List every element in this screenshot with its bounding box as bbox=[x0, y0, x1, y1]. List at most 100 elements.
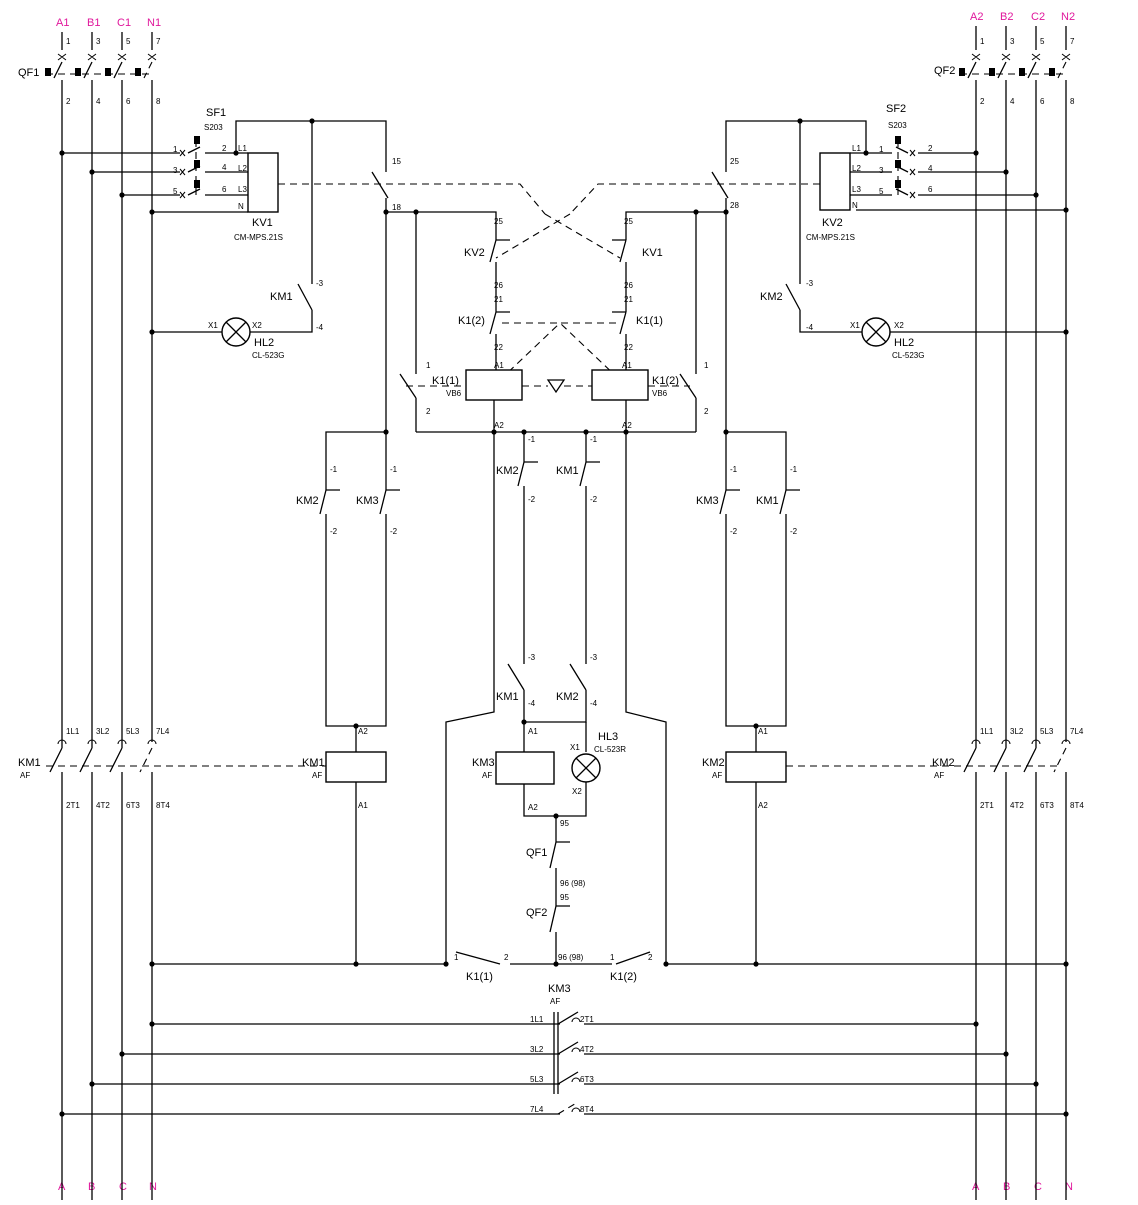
svg-text:1L1: 1L1 bbox=[980, 727, 994, 736]
svg-text:8T4: 8T4 bbox=[1070, 801, 1084, 810]
svg-text:3L2: 3L2 bbox=[96, 727, 110, 736]
svg-text:7: 7 bbox=[156, 37, 161, 46]
label-a1: A1 bbox=[56, 17, 69, 29]
svg-text:KM2: KM2 bbox=[702, 757, 725, 769]
svg-text:-1: -1 bbox=[390, 465, 398, 474]
svg-text:S203: S203 bbox=[204, 123, 223, 132]
svg-text:-3: -3 bbox=[316, 279, 324, 288]
svg-text:K1(2): K1(2) bbox=[652, 375, 679, 387]
svg-text:-1: -1 bbox=[790, 465, 798, 474]
svg-text:5: 5 bbox=[1040, 37, 1045, 46]
svg-text:4T2: 4T2 bbox=[1010, 801, 1024, 810]
svg-text:-4: -4 bbox=[590, 699, 598, 708]
label-c2: C2 bbox=[1031, 11, 1045, 23]
svg-text:-3: -3 bbox=[528, 653, 536, 662]
svg-text:-2: -2 bbox=[390, 527, 398, 536]
svg-text:15: 15 bbox=[392, 157, 401, 166]
svg-text:KM3: KM3 bbox=[472, 757, 495, 769]
svg-text:X2: X2 bbox=[252, 321, 262, 330]
neutral-return-bus: 1 2 1 2 K1(1) K1(2) bbox=[149, 951, 1069, 983]
svg-text:5: 5 bbox=[173, 187, 178, 196]
svg-text:-2: -2 bbox=[330, 527, 338, 536]
svg-text:CL-523G: CL-523G bbox=[892, 351, 924, 360]
svg-text:-2: -2 bbox=[528, 495, 536, 504]
svg-text:21: 21 bbox=[624, 295, 633, 304]
svg-text:1: 1 bbox=[980, 37, 985, 46]
km3-coil-branch: -1 -1 -2 -2 KM2 KM1 -3 -3 -4 -4 KM1 KM2 … bbox=[443, 432, 669, 967]
svg-text:-1: -1 bbox=[528, 435, 536, 444]
svg-text:A1: A1 bbox=[358, 801, 368, 810]
svg-text:3: 3 bbox=[173, 166, 178, 175]
svg-text:21: 21 bbox=[494, 295, 503, 304]
km3-nc-right-label: KM3 bbox=[696, 495, 719, 507]
km2-power-label: KM2 bbox=[932, 757, 955, 769]
svg-text:7L4: 7L4 bbox=[530, 1105, 544, 1114]
svg-text:95: 95 bbox=[560, 893, 569, 902]
svg-text:CL-523R: CL-523R bbox=[594, 745, 626, 754]
qf1-label: QF1 bbox=[18, 67, 39, 79]
qf2-aux-label: QF2 bbox=[526, 907, 547, 919]
svg-text:6T3: 6T3 bbox=[126, 801, 140, 810]
svg-text:1: 1 bbox=[173, 145, 178, 154]
svg-text:AF: AF bbox=[550, 997, 560, 1006]
svg-text:5L3: 5L3 bbox=[530, 1075, 544, 1084]
svg-text:-2: -2 bbox=[790, 527, 798, 536]
svg-text:4: 4 bbox=[928, 164, 933, 173]
left-main-buses: QF1 1 3 5 7 2 4 6 8 bbox=[18, 32, 161, 1200]
svg-text:7: 7 bbox=[1070, 37, 1075, 46]
svg-text:2T1: 2T1 bbox=[980, 801, 994, 810]
svg-text:-3: -3 bbox=[590, 653, 598, 662]
hl3-label: HL3 bbox=[598, 731, 618, 743]
km1-coil bbox=[325, 751, 387, 783]
svg-text:L3: L3 bbox=[852, 185, 861, 194]
svg-text:96 (98): 96 (98) bbox=[560, 879, 586, 888]
label-a2: A2 bbox=[970, 11, 983, 23]
svg-text:2T1: 2T1 bbox=[66, 801, 80, 810]
svg-text:A2: A2 bbox=[528, 803, 538, 812]
km2-coil-branch: -1 -1 -2 -2 KM3 KM1 KM2 AF A1 A2 bbox=[696, 212, 800, 967]
svg-text:22: 22 bbox=[624, 343, 633, 352]
svg-text:A2: A2 bbox=[622, 421, 632, 430]
svg-text:4: 4 bbox=[1010, 97, 1015, 106]
label-c: C bbox=[119, 1181, 127, 1193]
svg-text:6: 6 bbox=[928, 185, 933, 194]
km2-power-contacts: KM2 AF 1L1 3L2 5L3 7L4 2T1 4T2 6T3 8T4 bbox=[786, 727, 1084, 810]
svg-text:25: 25 bbox=[624, 217, 633, 226]
svg-text:-4: -4 bbox=[316, 323, 324, 332]
svg-text:X2: X2 bbox=[572, 787, 582, 796]
svg-text:1L1: 1L1 bbox=[530, 1015, 544, 1024]
km3-coil bbox=[495, 751, 555, 785]
svg-text:AF: AF bbox=[482, 771, 492, 780]
svg-text:CM-MPS.21S: CM-MPS.21S bbox=[806, 233, 855, 242]
svg-text:4T2: 4T2 bbox=[96, 801, 110, 810]
km2-nc-label: KM2 bbox=[296, 495, 319, 507]
sf1-kv1-block: SF1 S203 1 2 3 4 5 6 L1 L2 L3 N KV1 CM-M… bbox=[59, 107, 387, 242]
svg-text:VB6: VB6 bbox=[652, 389, 668, 398]
svg-text:2: 2 bbox=[928, 144, 933, 153]
km2-coil bbox=[725, 751, 787, 783]
km2-aux-hl2: -3 -4 KM2 X1 X2 HL2 CL-523G bbox=[760, 121, 1069, 360]
km3-bypass-contacts: KM3 AF 1L1 2T1 3L2 4T2 5L3 6T3 7L4 8T4 bbox=[59, 983, 1069, 1117]
svg-text:L2: L2 bbox=[238, 164, 247, 173]
svg-text:18: 18 bbox=[392, 203, 401, 212]
svg-text:A2: A2 bbox=[358, 727, 368, 736]
svg-text:5L3: 5L3 bbox=[126, 727, 140, 736]
svg-text:2T1: 2T1 bbox=[580, 1015, 594, 1024]
right-main-buses: QF2 1 3 5 7 2 4 6 8 bbox=[934, 26, 1075, 1200]
svg-text:X2: X2 bbox=[894, 321, 904, 330]
k11-contact-label: K1(1) bbox=[636, 315, 663, 327]
svg-text:A1: A1 bbox=[758, 727, 768, 736]
kv2-label: KV2 bbox=[822, 217, 843, 229]
svg-text:A1: A1 bbox=[622, 361, 632, 370]
svg-text:6: 6 bbox=[126, 97, 131, 106]
svg-text:K1(1): K1(1) bbox=[432, 375, 459, 387]
svg-text:N: N bbox=[238, 202, 244, 211]
svg-text:L2: L2 bbox=[852, 164, 861, 173]
label-c1: C1 bbox=[117, 17, 131, 29]
label-b1: B1 bbox=[87, 17, 100, 29]
svg-text:4: 4 bbox=[96, 97, 101, 106]
svg-text:L1: L1 bbox=[238, 144, 247, 153]
svg-text:AF: AF bbox=[934, 771, 944, 780]
